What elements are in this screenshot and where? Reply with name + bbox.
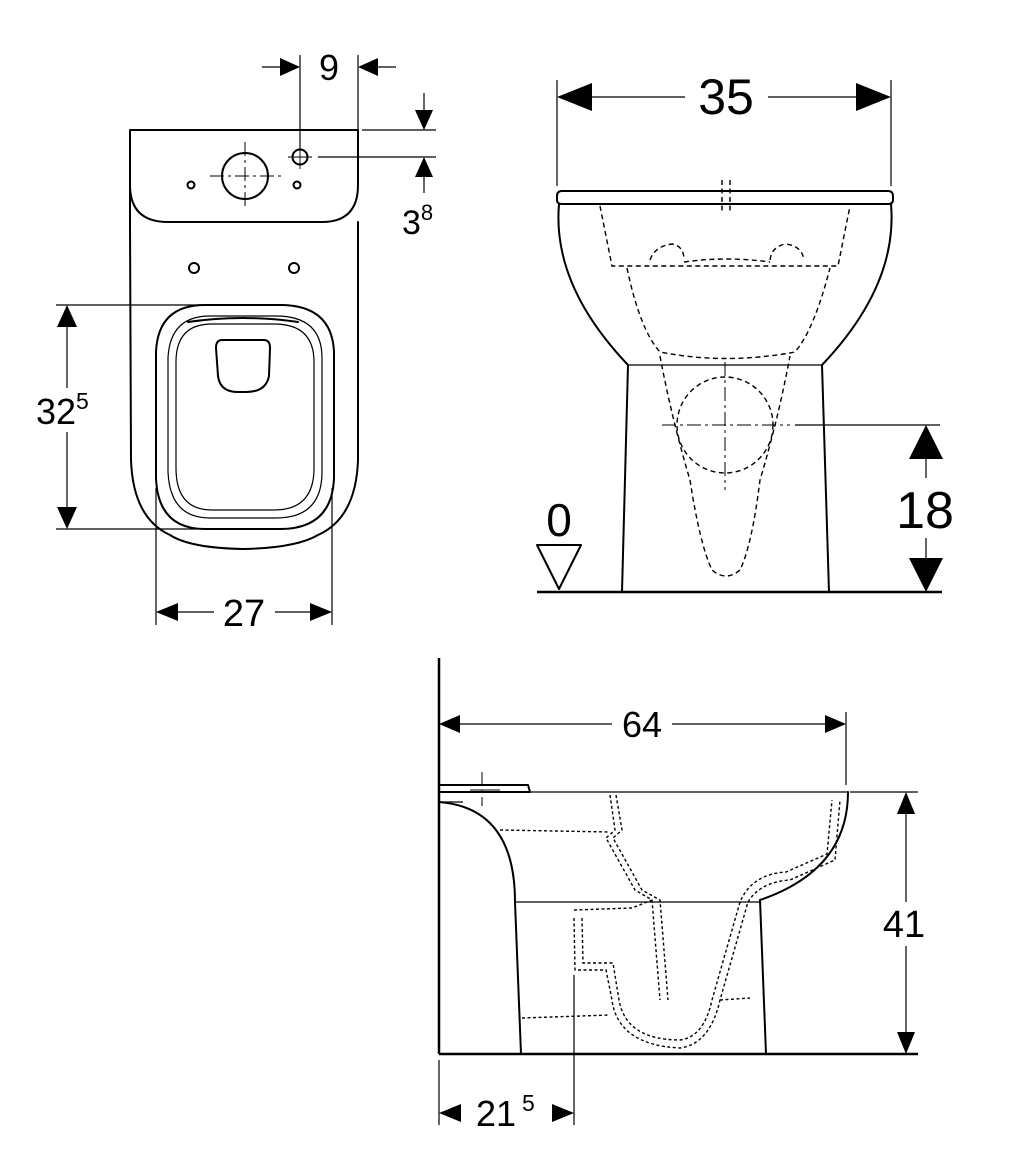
dim-label-9: 9 [319,47,339,88]
floor-level-marker [536,544,582,590]
front-view-seat-lid [556,190,894,205]
dim-label-35: 35 [698,69,754,125]
top-view-hinge-slot [187,317,299,323]
top-view-bowl-outline [129,184,359,550]
side-view-bowl-front [759,791,849,1055]
front-view: 0 35 18 [536,69,954,594]
dim-label-64: 64 [622,704,662,745]
top-view-seat-inner [167,315,323,519]
dim-label-18: 18 [896,482,954,540]
top-view: 9 38 325 27 [36,47,436,635]
dim-label-32-5: 325 [36,388,89,432]
dim-label-27: 27 [223,593,265,635]
dim-label-0: 0 [546,494,572,546]
top-view-cistern [129,129,359,223]
top-view-seat-bumper [215,339,271,393]
front-view-bowl [557,203,893,593]
dim-label-3-8: 38 [402,200,433,242]
dim-label-41: 41 [883,904,925,946]
top-view-seat-outer [155,304,335,530]
side-view-cistern [438,801,522,1055]
